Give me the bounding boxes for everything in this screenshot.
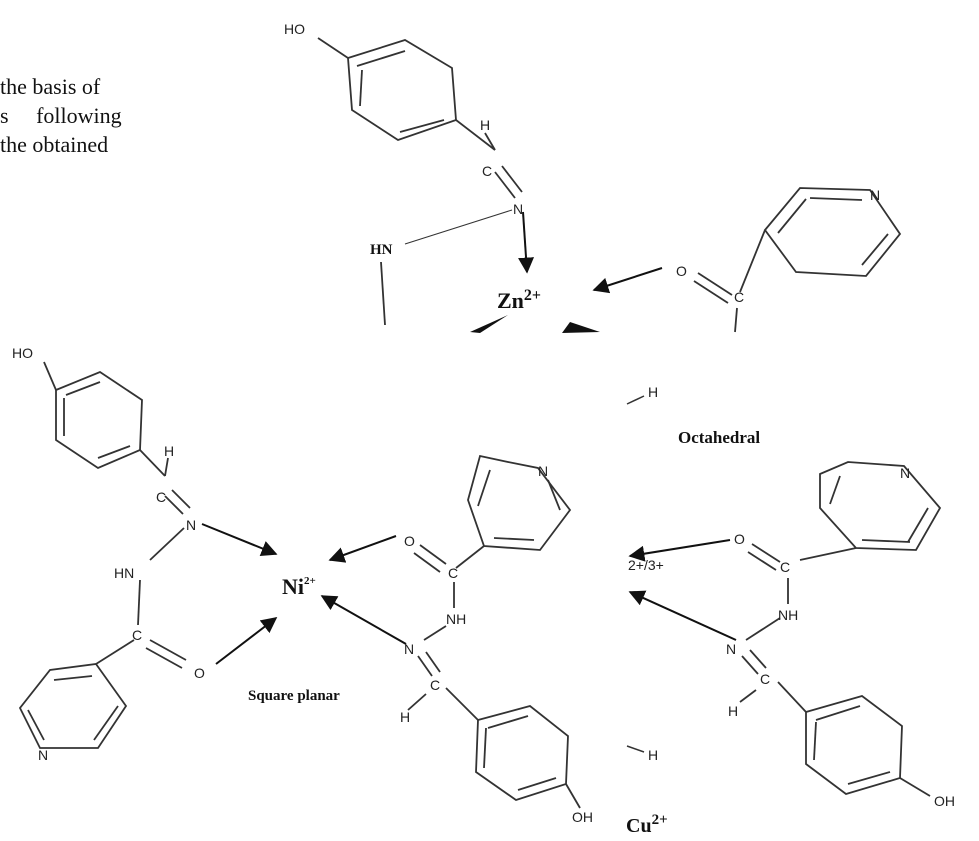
octahedral-label: Octahedral <box>678 428 760 447</box>
ni-complex <box>18 361 581 809</box>
zn-arrows <box>470 211 663 333</box>
ni-nh-label: NH <box>446 611 466 627</box>
cu-metal-label: Cu2+ <box>626 812 668 837</box>
cu-nh-label: NH <box>778 607 798 623</box>
zn-o-label: O <box>676 263 687 279</box>
text-line-1: the basis of <box>0 74 101 99</box>
cu-oh-label: OH <box>934 793 955 809</box>
ni-pyridine-ring-right <box>467 454 572 551</box>
body-text-fragment: the basis of s following the obtained <box>0 72 205 159</box>
cu-pyridine-n-label: N <box>900 465 910 481</box>
ni-pyridine-n-label-left: N <box>38 747 48 763</box>
ni-pyridine-n-label-right: N <box>538 463 548 479</box>
ni-c-label-left: C <box>132 627 142 643</box>
zn-complex <box>317 37 902 333</box>
ni-hn-label: HN <box>114 565 134 581</box>
square-planar-label: Square planar <box>248 688 340 704</box>
ni-c-label-top: C <box>156 489 166 505</box>
cu-partial-charge-label: 2+/3+ <box>628 557 664 573</box>
ni-o-label-left: O <box>194 665 205 681</box>
cu-arrows <box>628 539 737 641</box>
cu-h-label: H <box>728 703 738 719</box>
ni-ho-label: HO <box>12 345 33 361</box>
zn-pyridine-n-label: N <box>870 187 880 203</box>
cu-n-label: N <box>726 641 736 657</box>
zn-pyridine-ring <box>763 187 902 277</box>
ni-n-label-top: N <box>186 517 196 533</box>
text-line-2: s following <box>0 103 122 128</box>
ni-arrows <box>201 523 407 665</box>
zn-h-label: H <box>480 117 490 133</box>
mid-h-label-1: H <box>648 384 658 400</box>
zn-c-label: C <box>482 163 492 179</box>
zn-metal-label: Zn2+ <box>497 287 541 313</box>
zn-n-label: N <box>513 201 523 217</box>
ni-pyridine-ring-left <box>18 663 128 749</box>
cu-o-label: O <box>734 531 745 547</box>
ni-n-label-bottom: N <box>404 641 414 657</box>
zn-hn-label: HN <box>370 242 393 258</box>
cu-pyridine-ring <box>819 461 942 551</box>
ni-c-label-bottom: C <box>430 677 440 693</box>
ni-o-label-right: O <box>404 533 415 549</box>
ni-h-label-top: H <box>164 443 174 459</box>
text-line-3: the obtained <box>0 132 109 157</box>
ni-c-label-right: C <box>448 565 458 581</box>
mid-h-label-2: H <box>648 747 658 763</box>
zn-ho-label: HO <box>284 21 305 37</box>
cu-c-label-top: C <box>780 559 790 575</box>
zn-phenol-ring <box>347 39 457 141</box>
ni-h-label-bottom: H <box>400 709 410 725</box>
cu-c-label-bottom: C <box>760 671 770 687</box>
ni-oh-label: OH <box>572 809 593 825</box>
ni-metal-label: Ni2+ <box>282 574 316 599</box>
cu-complex <box>739 461 942 797</box>
zn-c2-label: C <box>734 289 744 305</box>
